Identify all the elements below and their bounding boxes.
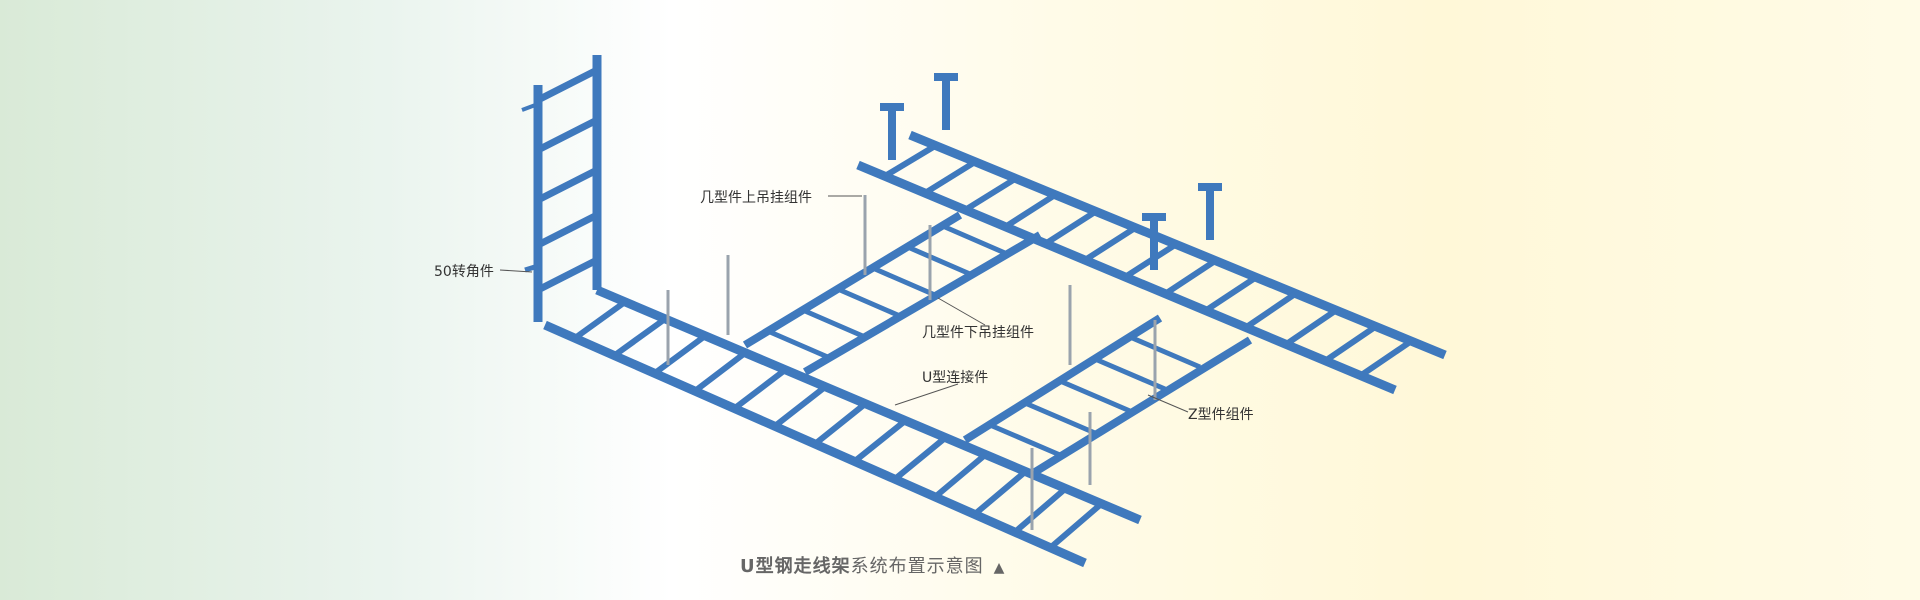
- caption-rest: 系统布置示意图: [850, 556, 984, 577]
- caption-bold: U型钢走线架: [740, 556, 851, 577]
- label-50-corner: 50转角件: [434, 264, 494, 280]
- callout-leaders: [499, 195, 1189, 413]
- label-upper-hanger: 几型件上吊挂组件: [700, 190, 812, 206]
- main-tray-left: [543, 285, 1142, 568]
- back-tray: [856, 130, 1447, 395]
- z-bracket-supports: [880, 73, 1222, 270]
- caption-arrow-icon: ▲: [993, 560, 1006, 576]
- label-z-assembly: Z型件组件: [1188, 407, 1254, 423]
- label-lower-hanger: 几型件下吊挂组件: [922, 325, 1034, 341]
- diagram-caption: U型钢走线架系统布置示意图 ▲: [740, 552, 1005, 578]
- branch-tray-middle: [742, 211, 1043, 376]
- hanger-rods: [666, 195, 1157, 530]
- label-u-connector: U型连接件: [922, 370, 989, 386]
- branch-tray-right-front: [962, 314, 1253, 476]
- vertical-ladder: [521, 55, 602, 322]
